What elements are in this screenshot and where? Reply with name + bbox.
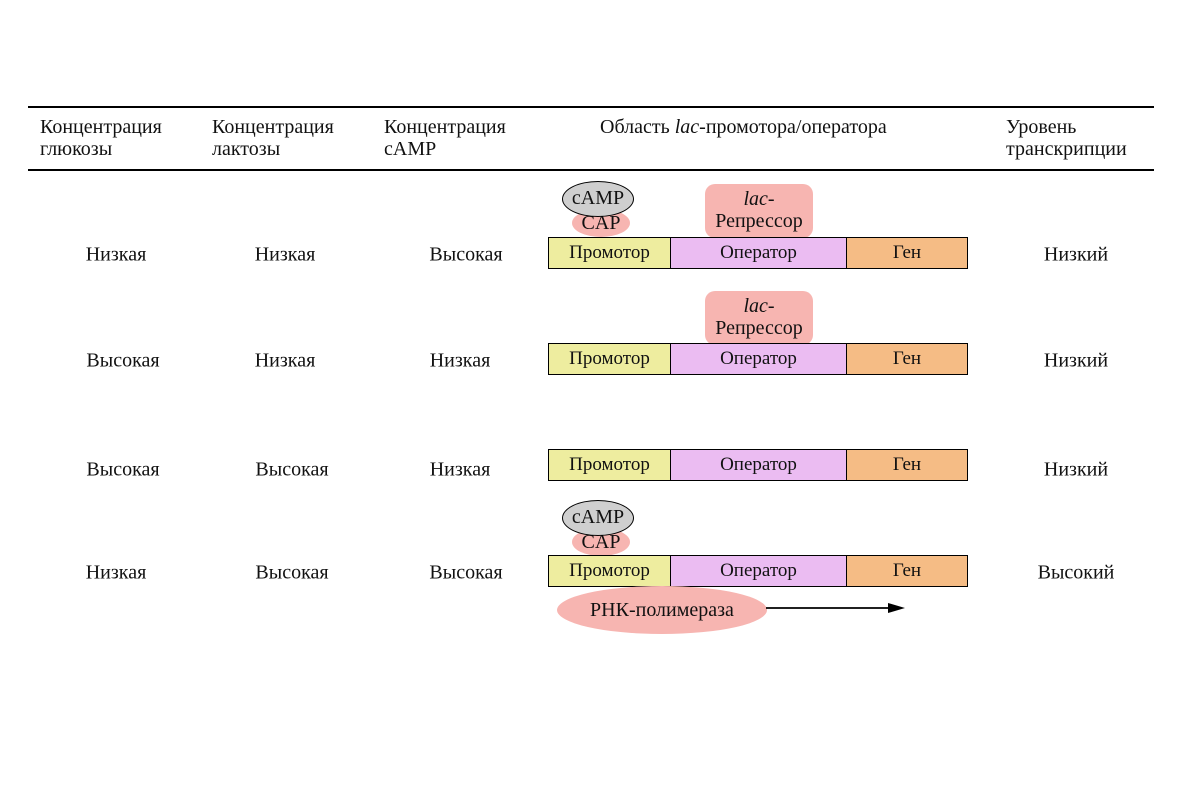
row3-gene: Ген xyxy=(847,450,967,480)
row1-gene: Ген xyxy=(847,238,967,268)
row4-glucose: Низкая xyxy=(85,561,147,584)
row2-lac-repressor: lac-Репрессор xyxy=(705,291,813,345)
row4-promoter: Промотор xyxy=(549,556,671,586)
row4-transcription: Высокий xyxy=(1037,561,1115,584)
row4-camp: Высокая xyxy=(429,561,503,584)
row1-dna-strand: Промотор Оператор Ген xyxy=(548,237,968,269)
row2-transcription: Низкий xyxy=(1043,349,1109,372)
row3-camp: Низкая xyxy=(429,458,491,481)
row2-gene: Ген xyxy=(847,344,967,374)
row3-dna-strand: Промотор Оператор Ген xyxy=(548,449,968,481)
row1-operator: Оператор xyxy=(671,238,847,268)
row2-dna-strand: Промотор Оператор Ген xyxy=(548,343,968,375)
row3-lactose: Высокая xyxy=(255,458,329,481)
row4-camp-molecule: cAMP xyxy=(562,500,634,536)
row4-gene: Ген xyxy=(847,556,967,586)
table-top-rule xyxy=(28,106,1154,108)
row1-lactose: Низкая xyxy=(254,243,316,266)
table-header-rule xyxy=(28,169,1154,171)
row1-camp-molecule: cAMP xyxy=(562,181,634,217)
row2-operator: Оператор xyxy=(671,344,847,374)
row1-lac-repressor: lac-Репрессор xyxy=(705,184,813,238)
row2-promoter: Промотор xyxy=(549,344,671,374)
row3-promoter: Промотор xyxy=(549,450,671,480)
row3-transcription: Низкий xyxy=(1043,458,1109,481)
header-region: Область lac-промотора/оператора xyxy=(600,116,887,138)
row4-operator: Оператор xyxy=(671,556,847,586)
row1-camp: Высокая xyxy=(429,243,503,266)
row2-lactose: Низкая xyxy=(254,349,316,372)
row3-operator: Оператор xyxy=(671,450,847,480)
row1-promoter: Промотор xyxy=(549,238,671,268)
row4-rna-polymerase: РНК-полимераза xyxy=(557,586,767,634)
transcription-direction-arrow-icon xyxy=(766,603,905,613)
row3-glucose: Высокая xyxy=(86,458,160,481)
row4-dna-strand: Промотор Оператор Ген xyxy=(548,555,968,587)
row1-glucose: Низкая xyxy=(85,243,147,266)
row4-lactose: Высокая xyxy=(255,561,329,584)
row2-camp: Низкая xyxy=(429,349,491,372)
row1-transcription: Низкий xyxy=(1043,243,1109,266)
row2-glucose: Высокая xyxy=(86,349,160,372)
